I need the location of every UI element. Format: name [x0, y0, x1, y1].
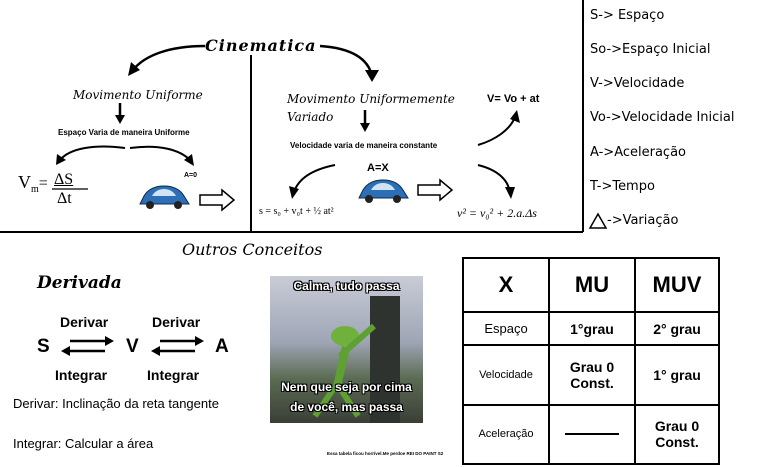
integrar-label: Integrar [55, 367, 108, 383]
muv-description: Velocidade varia de maneira constante [290, 141, 438, 150]
table-header: MUV [634, 257, 720, 313]
integrar-definition: Integrar: Calcular a área [13, 436, 154, 451]
table-cell-dash [548, 403, 636, 465]
frog-figure [312, 296, 400, 423]
mu-formula-sub: m [31, 184, 39, 196]
derivar-label: Derivar [60, 314, 109, 330]
table-row: Velocidade Grau 0 Const. 1° grau [462, 344, 720, 406]
table-row: Aceleração Grau 0 Const. [462, 403, 720, 465]
meme-caption-bottom: de você, mas passa [290, 400, 403, 414]
table-cell: 2° grau [634, 310, 720, 347]
table-cell-line: Grau 0 [654, 418, 700, 435]
meme-caption-top: Calma, tudo passa [293, 279, 400, 293]
derivar-definition: Derivar: Inclinação da reta tangente [13, 396, 219, 411]
table-cell: Grau 0 Const. [634, 403, 720, 465]
meme-image: Calma, tudo passa Nem que seja por cima … [270, 276, 423, 423]
mu-a-zero: A=0 [184, 172, 198, 179]
legend-item: A->Aceleração [590, 145, 686, 160]
derivada-title: Derivada [37, 273, 122, 293]
table-cell: Grau 0 Const. [548, 344, 636, 406]
table-header: MU [548, 257, 636, 313]
legend-item: Vo->Velocidade Inicial [590, 110, 735, 125]
legend-item: V->Velocidade [590, 76, 685, 91]
footnote: Essa tabela ficou horrível.Me perdoe REI… [327, 451, 444, 456]
muv-title-line1: Movimento Uniformemente [287, 92, 455, 106]
page-title: Cinematica [205, 36, 317, 55]
table-row-label: Velocidade [462, 344, 550, 406]
mu-formula-den: Δt [57, 190, 72, 207]
mu-formula-num: ΔS [54, 171, 74, 188]
empty-dash [565, 433, 619, 436]
table-row-label: Aceleração [462, 403, 550, 465]
legend-item: S-> Espaço [590, 8, 665, 23]
table-row-label: Espaço [462, 310, 550, 347]
muv-torricelli-eq: v² = v₀² + 2.a.Δs [457, 206, 537, 220]
mu-formula-eq: = [38, 175, 48, 192]
table-cell-line: Const. [570, 374, 614, 391]
symbol-a: A [215, 336, 229, 357]
mu-title: Movimento Uniforme [73, 88, 203, 102]
mu-description: Espaço Varia de maneira Uniforme [58, 128, 190, 137]
legend-item: So->Espaço Inicial [590, 42, 711, 57]
comparison-table: X MU MUV Espaço 1°grau 2° grau Velocidad… [462, 257, 720, 465]
car-icon [139, 185, 190, 209]
muv-accel-eq: A=X [367, 162, 389, 174]
mu-formula: Vm= [18, 172, 48, 195]
table-cell: 1°grau [548, 310, 636, 347]
table-header-row: X MU MUV [462, 257, 720, 313]
car-icon [358, 179, 409, 203]
legend-item: ->Variação [607, 213, 679, 228]
table-header: X [462, 257, 550, 313]
integrar-label: Integrar [147, 367, 200, 383]
legend-item: T->Tempo [590, 179, 655, 194]
meme-caption-bottom: Nem que seja por cima [281, 380, 412, 394]
muv-position-eq: s = s₀ + v₀t + ½ at² [259, 206, 334, 217]
mu-formula-lhs: V [18, 172, 31, 192]
muv-velocity-eq: V= Vo + at [487, 93, 540, 105]
muv-title-line2: Variado [287, 110, 334, 124]
symbol-v: V [126, 336, 139, 357]
table-row: Espaço 1°grau 2° grau [462, 310, 720, 347]
derivar-label: Derivar [152, 314, 201, 330]
symbol-s: S [37, 336, 50, 357]
section-title-outros: Outros Conceitos [182, 240, 323, 259]
table-cell: 1° grau [634, 344, 720, 406]
table-cell-line: Grau 0 [569, 358, 615, 375]
table-cell-line: Const. [655, 434, 699, 451]
